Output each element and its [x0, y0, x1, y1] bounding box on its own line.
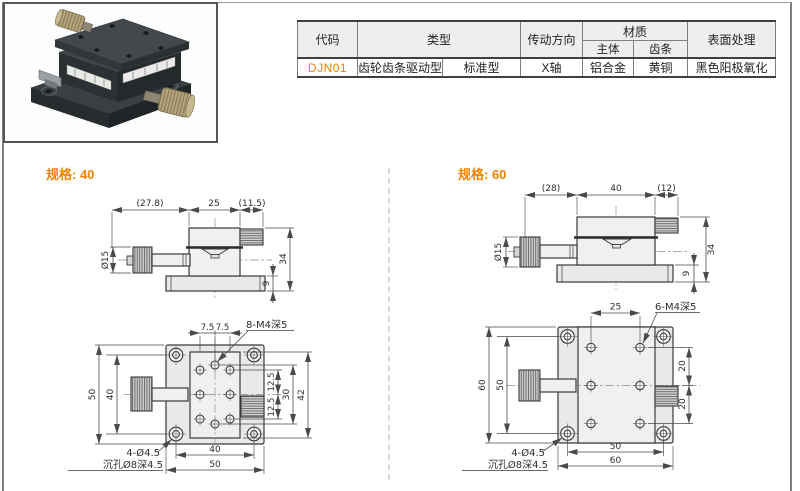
spec40-top-view: 50 40 7.5 7.5 8-M4深5 12.5 12.5 — [68, 319, 312, 474]
svg-text:20: 20 — [678, 360, 688, 372]
knob-left — [130, 376, 153, 412]
svg-text:6-M4深5: 6-M4深5 — [655, 301, 696, 313]
svg-text:12.5: 12.5 — [267, 398, 277, 417]
header-type: 类型 — [356, 20, 522, 59]
table-row: DJN01 齿轮齿条驱动型 标准型 X轴 铝合金 黄铜 黑色阳极氧化 — [297, 57, 777, 78]
svg-text:(12): (12) — [657, 184, 675, 194]
svg-text:50: 50 — [209, 460, 221, 470]
knob-left — [132, 246, 153, 274]
side-adjuster-tab — [38, 69, 62, 89]
cell-code: DJN01 — [297, 57, 358, 78]
svg-text:(11.5): (11.5) — [238, 199, 265, 209]
scale-label-right — [122, 56, 176, 84]
svg-text:25: 25 — [610, 303, 621, 313]
knob-right — [654, 385, 679, 407]
spec60-side-view: (28) 40 (12) Ø15 34 9 — [493, 184, 717, 294]
svg-text:20: 20 — [678, 398, 688, 410]
header-drive-direction: 传动方向 — [520, 20, 584, 59]
cell-material-body: 铝合金 — [582, 57, 635, 78]
spec-table: 代码 类型 传动方向 材质 表面处理 主体 齿条 DJN01 齿轮齿条驱动型 标… — [297, 20, 777, 78]
svg-text:9: 9 — [262, 280, 272, 286]
svg-text:沉孔Ø8深4.5: 沉孔Ø8深4.5 — [488, 458, 548, 471]
svg-text:Ø15: Ø15 — [100, 251, 111, 270]
spec60-label: 规格: 60 — [458, 167, 507, 182]
svg-text:50: 50 — [496, 379, 506, 391]
svg-text:沉孔Ø8深4.5: 沉孔Ø8深4.5 — [103, 458, 163, 471]
svg-text:34: 34 — [279, 253, 289, 265]
cell-material-rack: 黄铜 — [633, 57, 689, 78]
svg-text:12.5: 12.5 — [267, 373, 277, 392]
header-material: 材质 — [582, 20, 689, 41]
svg-text:(27.8): (27.8) — [136, 199, 163, 209]
drive-knob-right — [143, 87, 195, 118]
product-photo-box — [3, 2, 218, 143]
svg-text:7.5: 7.5 — [201, 323, 215, 333]
cell-drive-direction: X轴 — [520, 57, 584, 78]
header-material-body: 主体 — [582, 40, 635, 59]
svg-text:7.5: 7.5 — [216, 323, 230, 333]
header-code: 代码 — [297, 20, 358, 59]
svg-text:40: 40 — [209, 445, 221, 455]
knob-right — [240, 395, 265, 418]
header-surface-treatment: 表面处理 — [687, 20, 777, 59]
svg-text:60: 60 — [610, 456, 622, 466]
spec40-side-dims: (27.8) 25 (11.5) Ø15 34 9 — [100, 199, 294, 303]
svg-text:40: 40 — [106, 389, 116, 401]
knob-left — [519, 236, 541, 268]
cell-surface-treatment: 黑色阳极氧化 — [687, 57, 777, 78]
drive-knob-upper-left — [55, 9, 94, 33]
svg-text:25: 25 — [208, 199, 219, 209]
knob-right — [654, 217, 679, 234]
svg-text:34: 34 — [707, 244, 717, 256]
spec60-top-view: 60 50 25 6-M4深5 20 20 50 — [462, 301, 700, 471]
svg-text:4-Ø4.5: 4-Ø4.5 — [511, 447, 545, 459]
product-photo — [30, 9, 195, 128]
m4-holes — [193, 358, 237, 431]
svg-text:4-Ø4.5: 4-Ø4.5 — [126, 447, 160, 459]
spec60-side-dims: (28) 40 (12) Ø15 34 9 — [493, 184, 717, 294]
technical-drawings: (27.8) 25 (11.5) Ø15 34 9 — [68, 184, 717, 474]
svg-text:30: 30 — [282, 389, 292, 401]
svg-text:42: 42 — [297, 389, 307, 400]
spec40-label: 规格: 40 — [46, 167, 95, 182]
corner-holes — [557, 326, 674, 444]
knob-left — [518, 369, 541, 402]
spec40-top-dims: 50 40 7.5 7.5 8-M4深5 12.5 12.5 — [68, 319, 312, 474]
svg-text:Ø15: Ø15 — [493, 243, 504, 262]
header-material-rack: 齿条 — [633, 40, 689, 59]
section-divider — [388, 168, 390, 480]
svg-text:50: 50 — [88, 389, 98, 401]
scale-label-left — [66, 64, 112, 91]
svg-text:9: 9 — [682, 270, 692, 276]
cell-type-sub: 标准型 — [441, 57, 522, 78]
svg-text:40: 40 — [610, 184, 622, 194]
m4-holes — [584, 340, 647, 431]
corner-holes — [166, 345, 264, 444]
spec60-top-dims: 60 50 25 6-M4深5 20 20 50 — [462, 301, 700, 471]
svg-text:(28): (28) — [542, 184, 560, 194]
knob-right — [239, 228, 264, 246]
cell-type-main: 齿轮齿条驱动型 — [357, 57, 443, 78]
svg-text:50: 50 — [610, 442, 622, 452]
svg-text:60: 60 — [478, 379, 488, 391]
svg-text:8-M4深5: 8-M4深5 — [246, 319, 287, 331]
spec40-side-view: (27.8) 25 (11.5) Ø15 34 9 — [100, 199, 294, 303]
